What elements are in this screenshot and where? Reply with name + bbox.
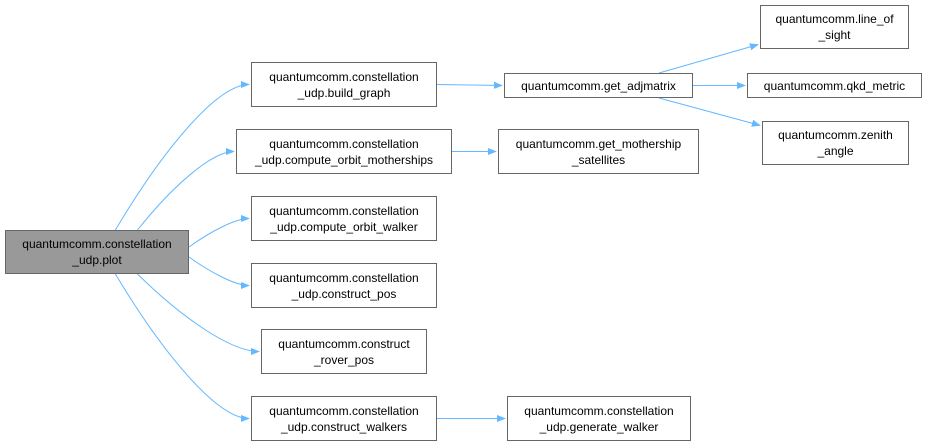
node-label-line: _angle bbox=[817, 144, 854, 158]
node-get-mothership-satellites[interactable]: quantumcomm.get_mothership _satellites bbox=[498, 129, 699, 174]
node-label-line: quantumcomm.line_of bbox=[775, 12, 894, 26]
node-compute-orbit-motherships[interactable]: quantumcomm.constellation _udp.compute_o… bbox=[236, 129, 452, 174]
edge-get_adjmatrix-line_of_sight bbox=[658, 43, 759, 74]
node-label-line: quantumcomm.constellation bbox=[269, 203, 419, 218]
node-construct-rover-pos[interactable]: quantumcomm.construct _rover_pos bbox=[261, 329, 427, 374]
node-label-line: _udp.plot bbox=[72, 253, 122, 267]
node-zenith-angle[interactable]: quantumcomm.zenith _angle bbox=[762, 121, 909, 165]
edge-plot-build_graph bbox=[114, 80, 250, 231]
node-label-line: _udp.construct_walkers bbox=[280, 419, 408, 434]
node-label-line: quantumcomm.construct bbox=[278, 336, 410, 351]
edge-plot-construct_rover_pos bbox=[137, 273, 260, 356]
node-qkd-metric[interactable]: quantumcomm.qkd_metric bbox=[747, 73, 922, 98]
node-label-line: quantumcomm.constellation bbox=[524, 403, 674, 418]
node-construct-pos[interactable]: quantumcomm.constellation _udp.construct… bbox=[251, 263, 437, 308]
node-label-line: _udp.generate_walker bbox=[539, 419, 659, 434]
node-compute-orbit-walker[interactable]: quantumcomm.constellation _udp.compute_o… bbox=[251, 196, 437, 241]
node-label-line: _udp.compute_orbit_motherships bbox=[254, 152, 434, 167]
node-label-line: quantumcomm.constellation bbox=[269, 136, 419, 151]
node-label-line: quantumcomm.constellation bbox=[269, 270, 419, 285]
node-label-line: quantumcomm.qkd_metric bbox=[763, 78, 906, 93]
node-label-line: _rover_pos bbox=[313, 352, 375, 367]
node-build-graph[interactable]: quantumcomm.constellation _udp.build_gra… bbox=[251, 62, 437, 107]
node-label-line: _satellites bbox=[571, 152, 626, 167]
edge-plot-construct_pos bbox=[188, 256, 250, 290]
node-label-line: quantumcomm.get_adjmatrix bbox=[521, 78, 676, 93]
node-construct-walkers[interactable]: quantumcomm.constellation _udp.construct… bbox=[251, 396, 437, 441]
edge-plot-compute_orbit_motherships bbox=[137, 147, 235, 231]
node-get-adjmatrix[interactable]: quantumcomm.get_adjmatrix bbox=[504, 73, 693, 98]
edge-build_graph-get_adjmatrix bbox=[436, 81, 503, 89]
node-label-line: quantumcomm.constellation bbox=[22, 237, 172, 251]
node-label-line: quantumcomm.constellation bbox=[269, 403, 419, 418]
node-label-line: _udp.construct_pos bbox=[291, 286, 397, 301]
node-plot: quantumcomm.constellation _udp.plot bbox=[5, 230, 189, 274]
node-line-of-sight[interactable]: quantumcomm.line_of _sight bbox=[760, 5, 909, 49]
node-label-line: quantumcomm.constellation bbox=[269, 69, 419, 84]
node-label-line: quantumcomm.get_mothership bbox=[515, 136, 682, 151]
edge-get_adjmatrix-zenith_angle bbox=[658, 97, 761, 127]
node-label-line: _udp.build_graph bbox=[297, 85, 391, 100]
node-generate-walker[interactable]: quantumcomm.constellation _udp.generate_… bbox=[507, 396, 691, 441]
node-label-line: _sight bbox=[818, 28, 851, 42]
node-label-line: _udp.compute_orbit_walker bbox=[270, 219, 418, 234]
node-label-line: quantumcomm.zenith bbox=[778, 128, 893, 142]
edge-plot-construct_walkers bbox=[114, 273, 250, 423]
edge-plot-compute_orbit_walker bbox=[188, 214, 250, 248]
